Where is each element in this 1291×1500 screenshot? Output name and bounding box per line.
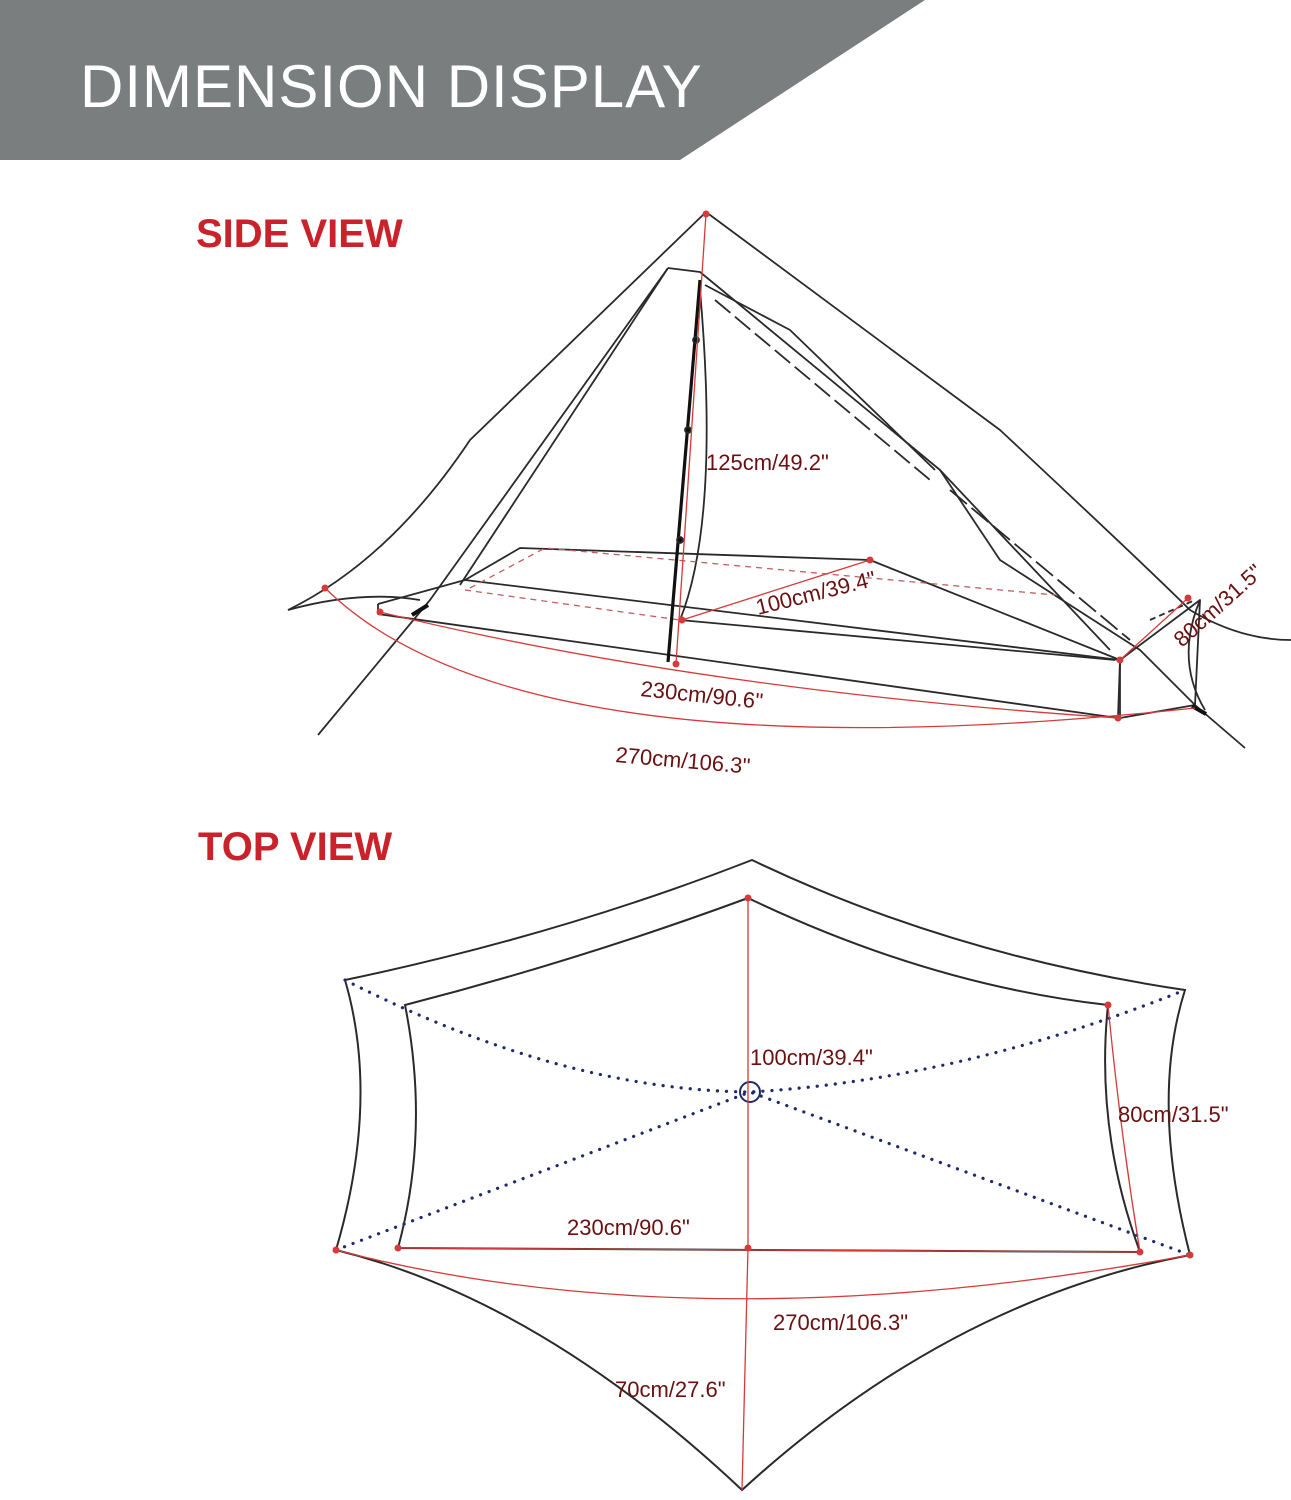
top-width-label: 100cm/39.4" <box>750 1045 873 1070</box>
vestibule-dim-line <box>741 1247 749 1491</box>
outer-length-dim-line <box>335 1249 1191 1300</box>
side-height-label: 125cm/49.2" <box>706 450 829 475</box>
banner-shape <box>0 0 925 160</box>
fly-outer-outline <box>334 858 1192 1492</box>
side-end-label: 80cm/31.5" <box>1169 559 1268 652</box>
outer-length-dim-line <box>324 587 1196 729</box>
floor-top <box>464 547 1121 661</box>
side-view-drawing <box>287 211 1291 749</box>
floor-front <box>377 604 1121 719</box>
top-inner-length-label: 230cm/90.6" <box>567 1215 690 1240</box>
trekking-pole <box>666 279 702 663</box>
side-inner-width-label: 100cm/39.4" <box>753 566 878 620</box>
door-edge-left <box>317 267 669 736</box>
inner-ridge-dashed <box>714 299 931 481</box>
end-panel <box>1119 599 1201 719</box>
top-end-label: 80cm/31.5" <box>1118 1102 1229 1127</box>
floor-front-top <box>377 579 1121 661</box>
floor-top-dashed <box>469 547 1056 596</box>
inner-width-dim-line <box>681 559 871 621</box>
inner-length-dim-line <box>397 1247 1141 1253</box>
side-outer-length-label: 270cm/106.3" <box>615 742 752 779</box>
inner-length-dim-line <box>379 611 1119 719</box>
door-curve <box>679 289 1116 661</box>
rear-guy-curve <box>1187 599 1206 711</box>
end-dim-line <box>1107 1004 1141 1253</box>
top-view-dimensions <box>332 894 1194 1491</box>
fly-left-edge <box>287 595 421 611</box>
height-dim-line <box>675 213 707 665</box>
side-inner-length-label: 230cm/90.6" <box>639 676 764 714</box>
inner-tent-outline <box>396 896 1142 1254</box>
fly-outline <box>287 211 1291 641</box>
page-title: DIMENSION DISPLAY <box>80 53 703 120</box>
side-view-title: SIDE VIEW <box>196 212 403 256</box>
top-view-title: TOP VIEW <box>198 825 393 869</box>
rear-dashed <box>949 489 1131 641</box>
rear-line <box>939 469 1246 749</box>
center-pole-marker <box>739 1081 761 1103</box>
top-vestibule-label: 70cm/27.6" <box>615 1377 726 1402</box>
header-banner: DIMENSION DISPLAY <box>0 0 1291 170</box>
top-view-guylines <box>334 978 1192 1257</box>
side-view-dimensions <box>321 210 1196 729</box>
top-view-drawing <box>334 858 1192 1492</box>
inner-tent-peak-left <box>459 267 669 586</box>
end-dim-line <box>1119 597 1189 661</box>
top-outer-length-label: 270cm/106.3" <box>773 1310 908 1335</box>
door-edge-right <box>667 267 1111 651</box>
inner-ridge <box>704 284 936 471</box>
